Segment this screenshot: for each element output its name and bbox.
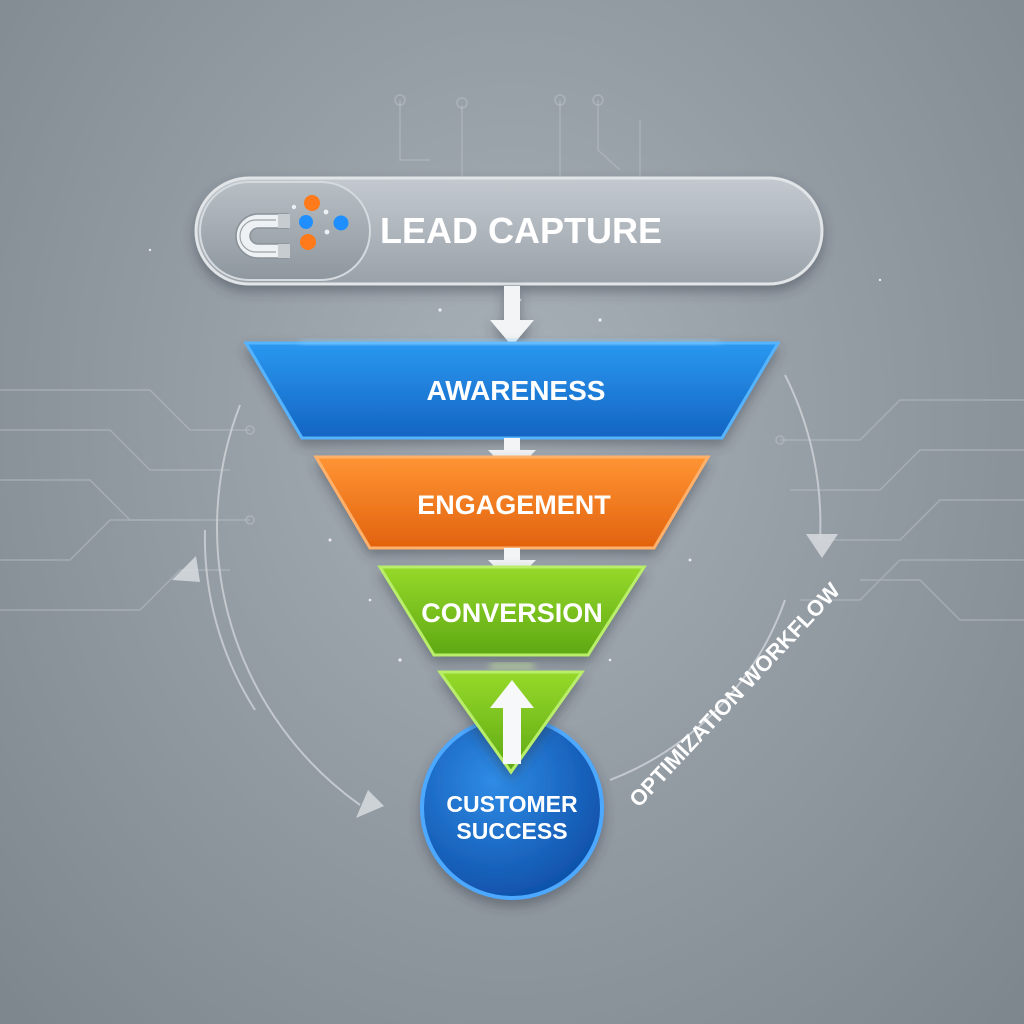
stage-conversion (377, 565, 647, 657)
up-arrow-icon (490, 680, 534, 764)
down-arrow-icon (490, 320, 534, 346)
loop-arrow-left-icon (172, 556, 200, 582)
engagement-label: ENGAGEMENT (417, 490, 611, 520)
lead-dots (291, 195, 349, 250)
loop-arrow-bottom-icon (356, 790, 384, 818)
lead-capture-label: LEAD CAPTURE (380, 210, 662, 251)
magnet-icon (235, 213, 290, 259)
stage-engagement (313, 455, 711, 550)
circuit-lines (0, 100, 1024, 621)
optimization-loop (203, 374, 822, 806)
flow-arrow-1 (490, 286, 534, 346)
customer-success-line1: CUSTOMER (446, 791, 578, 817)
conversion-label: CONVERSION (421, 598, 603, 628)
lead-capture-bar (194, 176, 824, 286)
optimization-workflow-label: OPTIMIZATION WORKFLOW (624, 578, 845, 812)
customer-success-line2: SUCCESS (456, 818, 567, 844)
awareness-label: AWARENESS (427, 375, 606, 406)
loop-arrow-right-icon (806, 534, 838, 558)
loop-arrowheads (172, 534, 838, 818)
